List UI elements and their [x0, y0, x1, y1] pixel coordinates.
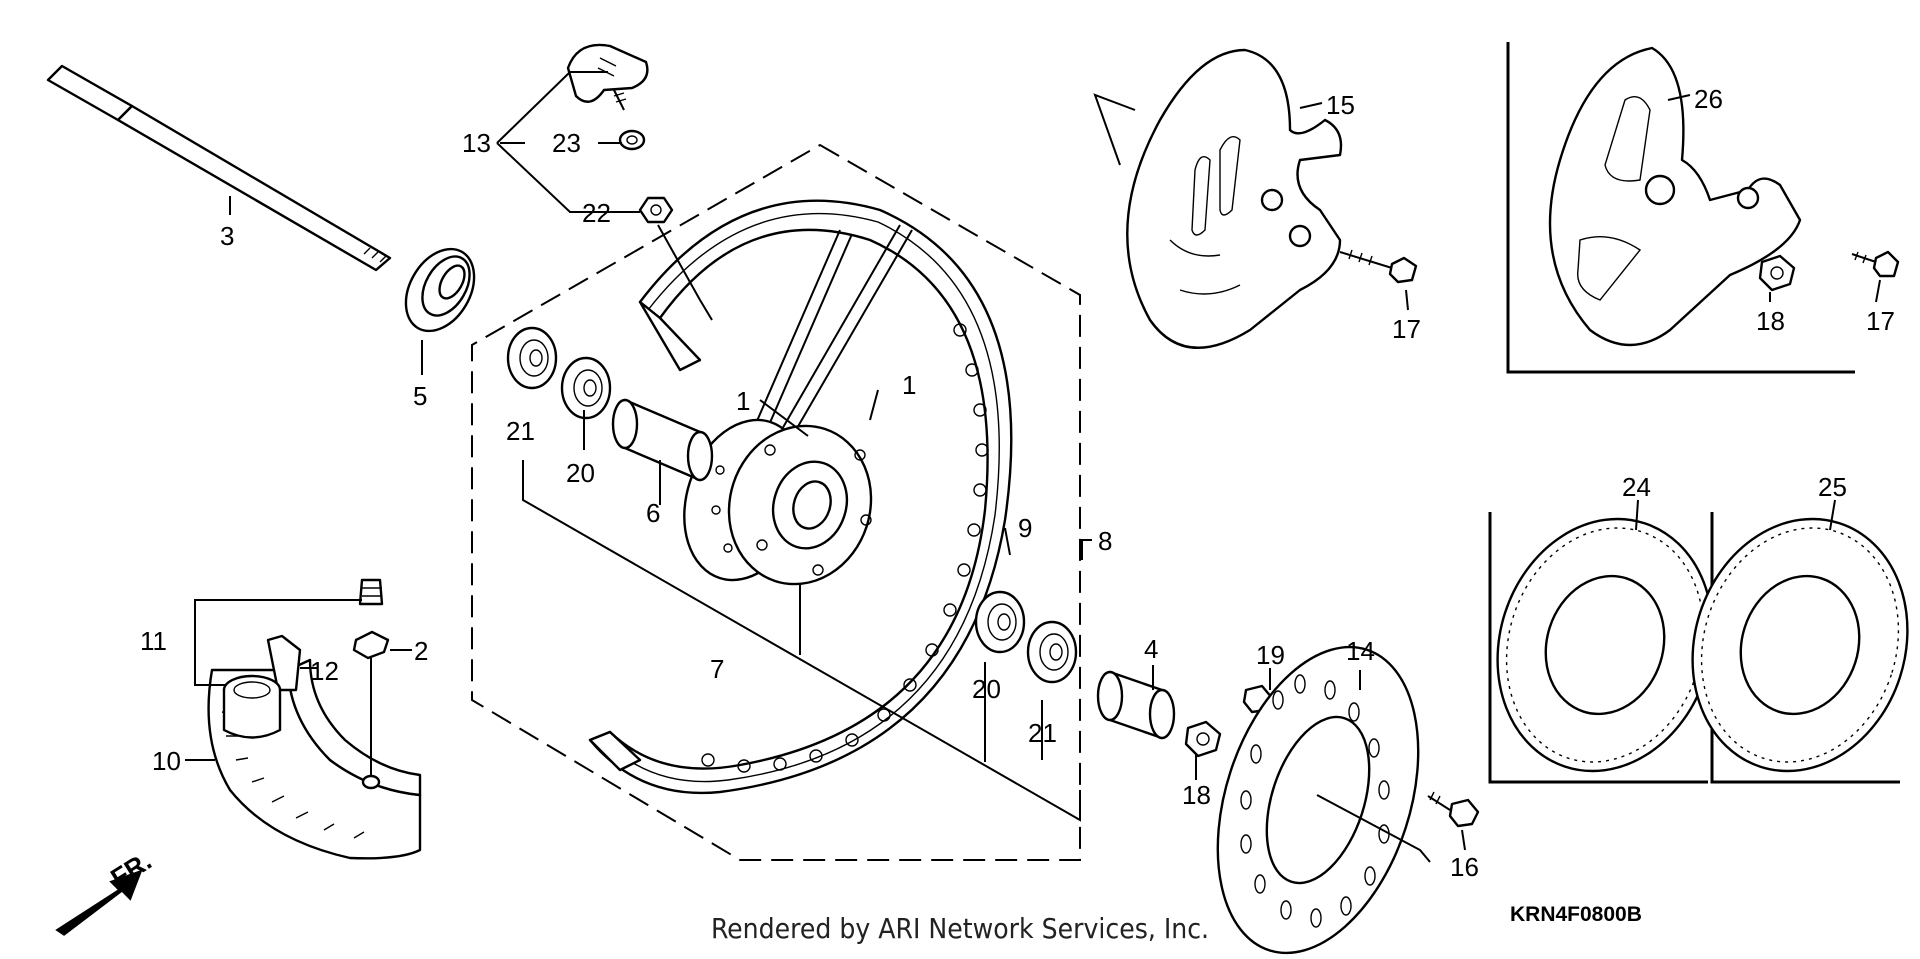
side-collar[interactable]: [1096, 670, 1176, 740]
callout-22: 22: [582, 198, 611, 228]
disc-guard-pointer: [1093, 93, 1136, 166]
front-marker-label: FR.: [105, 845, 156, 893]
callout-21a: 21: [506, 416, 535, 446]
wheel-hub[interactable]: [664, 404, 891, 603]
callout-17b: 17: [1866, 306, 1895, 336]
alt-brake-disc-24[interactable]: [1466, 491, 1745, 799]
callout-18a: 18: [1182, 780, 1211, 810]
bearing-left-inner[interactable]: [560, 356, 612, 420]
valve-nut[interactable]: [352, 630, 390, 790]
callout-9: 9: [1018, 513, 1032, 543]
callout-19: 19: [1256, 640, 1285, 670]
callout-1a: 1: [736, 386, 750, 416]
leader-lines: [185, 71, 1881, 863]
axle[interactable]: [46, 64, 392, 272]
valve-cap[interactable]: [358, 578, 384, 606]
callout-13: 13: [462, 128, 491, 158]
callout-3: 3: [220, 221, 234, 251]
callout-25: 25: [1818, 472, 1847, 502]
callouts: 3 5 13 23 22 1 1 21 20 6 7 9 8 20 21 4 1…: [140, 84, 1895, 882]
alt-disc-guard[interactable]: [1548, 46, 1802, 347]
callout-26: 26: [1694, 84, 1723, 114]
disc-bolt-right[interactable]: [1427, 791, 1480, 828]
callout-6: 6: [646, 498, 660, 528]
rim-lock-assembly[interactable]: [566, 43, 674, 224]
guard-bolt[interactable]: [1339, 249, 1418, 284]
callout-21b: 21: [1028, 718, 1057, 748]
front-brake-disc[interactable]: [1182, 621, 1455, 959]
callout-16: 16: [1450, 852, 1479, 882]
callout-11: 11: [140, 626, 167, 656]
wheel-assembly-outline: [471, 143, 1081, 861]
tube-detail[interactable]: [286, 658, 422, 797]
callout-20b: 20: [972, 674, 1001, 704]
footer-credit: Rendered by ARI Network Services, Inc.: [710, 912, 1210, 945]
callout-18b: 18: [1756, 306, 1785, 336]
axle-collar[interactable]: [392, 237, 488, 343]
callout-5: 5: [413, 381, 427, 411]
callout-23: 23: [552, 128, 581, 158]
alt-guard-frame: [1506, 42, 1855, 374]
callout-15: 15: [1326, 90, 1355, 120]
valve-stem[interactable]: [222, 674, 282, 739]
callout-10: 10: [152, 746, 181, 776]
bearing-left-outer[interactable]: [506, 326, 558, 390]
callout-14: 14: [1346, 636, 1375, 666]
wheel-rim[interactable]: [588, 199, 1013, 795]
alt-guard-nut[interactable]: [1758, 254, 1796, 292]
callout-20a: 20: [566, 458, 595, 488]
callout-17a: 17: [1392, 314, 1421, 344]
disc-guard[interactable]: [1126, 48, 1343, 349]
drawing-code: KRN4F0800B: [1510, 903, 1642, 926]
bearing-right-inner[interactable]: [974, 590, 1026, 654]
alt-disc-frame-left: [1488, 512, 1708, 784]
callout-24: 24: [1622, 472, 1651, 502]
callout-12: 12: [310, 656, 339, 686]
alt-guard-bolt[interactable]: [1851, 250, 1900, 278]
callout-7: 7: [710, 654, 724, 684]
distance-collar[interactable]: [611, 398, 714, 482]
alt-brake-disc-25[interactable]: [1661, 491, 1920, 799]
callout-8: 8: [1098, 526, 1112, 556]
bearing-right-outer[interactable]: [1026, 620, 1078, 684]
callout-1b: 1: [902, 370, 916, 400]
spoke-nipple-holes: [701, 323, 989, 773]
callout-4: 4: [1144, 634, 1158, 664]
callout-2: 2: [414, 636, 428, 666]
disc-nut[interactable]: [1184, 720, 1222, 758]
